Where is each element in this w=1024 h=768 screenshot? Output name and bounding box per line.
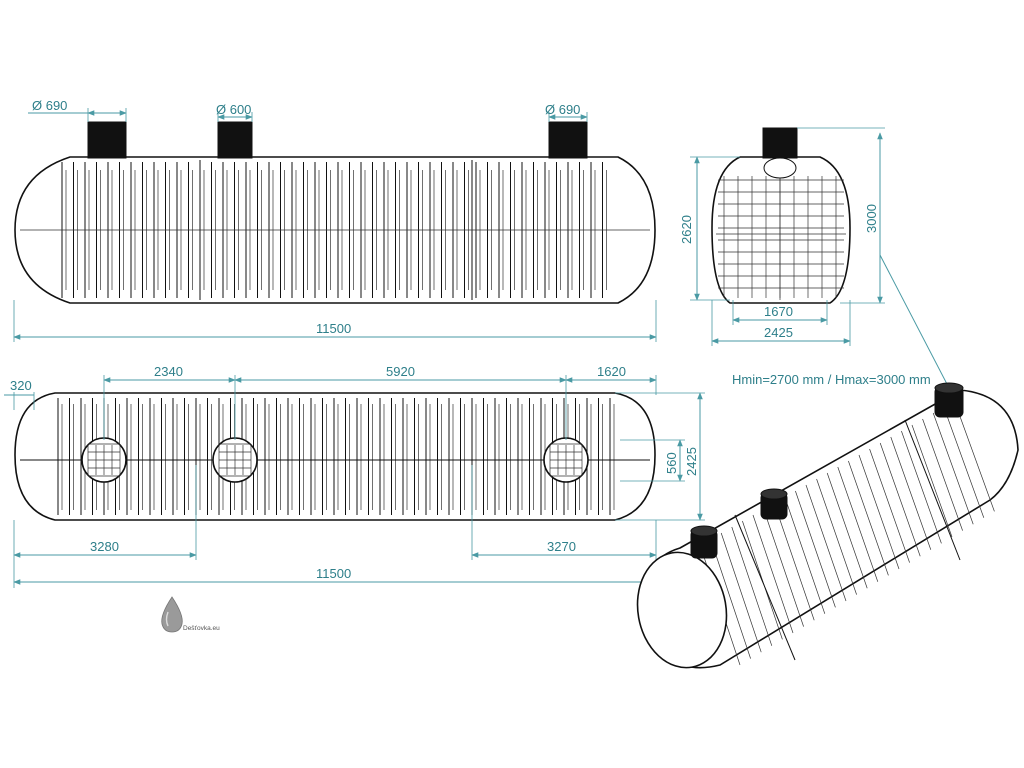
- rib-line: [731, 526, 773, 646]
- rib-line: [932, 412, 974, 525]
- company-logo: Dešťovka.eu: [161, 596, 220, 633]
- neck-middle: [217, 121, 253, 159]
- dim-height-inner: 2620: [679, 215, 694, 244]
- rib-line: [911, 424, 953, 538]
- dim-segment-b: 5920: [386, 364, 415, 379]
- dim-diameter-middle: Ø 600: [216, 102, 251, 117]
- front-elevation-view: [14, 121, 656, 304]
- dim-width-base: 1670: [764, 304, 793, 319]
- end-view: [711, 127, 851, 304]
- dim-length-bottom: 11500: [316, 566, 351, 581]
- dim-segment-a: 2340: [154, 364, 183, 379]
- rib-line: [837, 466, 879, 582]
- rib-line: [869, 448, 910, 563]
- neck-right: [548, 121, 588, 159]
- dim-diameter-left: Ø 690: [32, 98, 67, 113]
- plan-view-dims: 320 2340 5920 1620 560 2425 3280 3270: [4, 364, 705, 588]
- rib-line: [773, 502, 815, 621]
- rib-line: [763, 508, 804, 627]
- logo-text: Dešťovka.eu: [183, 625, 220, 632]
- isometric-view: [636, 382, 1019, 669]
- rib-line: [943, 406, 985, 518]
- rib-line: [720, 532, 762, 653]
- dim-width-total: 2425: [764, 325, 793, 340]
- rib-line: [784, 496, 826, 614]
- rib-line: [752, 514, 794, 634]
- dim-left-bottom: 3280: [90, 539, 119, 554]
- rib-line: [805, 484, 847, 602]
- dim-diameter-right: Ø 690: [545, 102, 580, 117]
- plan-view: [14, 392, 656, 521]
- dim-opening: 560: [664, 452, 679, 474]
- neck-left: [87, 121, 127, 159]
- end-view-dims: 2620 3000 1670 2425: [679, 127, 949, 387]
- dim-height-total: 3000: [864, 204, 879, 233]
- rib-line: [826, 472, 868, 589]
- dim-length-top: 11500: [316, 321, 351, 336]
- dim-left-offset: 320: [10, 378, 32, 393]
- rib-line: [922, 418, 963, 531]
- height-note: Hmin=2700 mm / Hmax=3000 mm: [732, 372, 931, 387]
- rib-line: [795, 490, 836, 608]
- dim-right-bottom: 3270: [547, 539, 576, 554]
- dim-segment-c: 1620: [597, 364, 626, 379]
- rib-line: [858, 454, 900, 570]
- rib-line: [879, 442, 921, 557]
- rib-line: [954, 400, 995, 512]
- rib-line: [890, 436, 932, 550]
- rib-line: [816, 478, 857, 595]
- diameter-dims: Ø 690 Ø 600 Ø 690 11500: [13, 98, 657, 342]
- rib-line: [901, 430, 942, 544]
- neck-end-view: [762, 127, 798, 159]
- rib-line: [848, 460, 889, 576]
- rib-line: [710, 538, 751, 659]
- dim-plan-width: 2425: [684, 447, 699, 476]
